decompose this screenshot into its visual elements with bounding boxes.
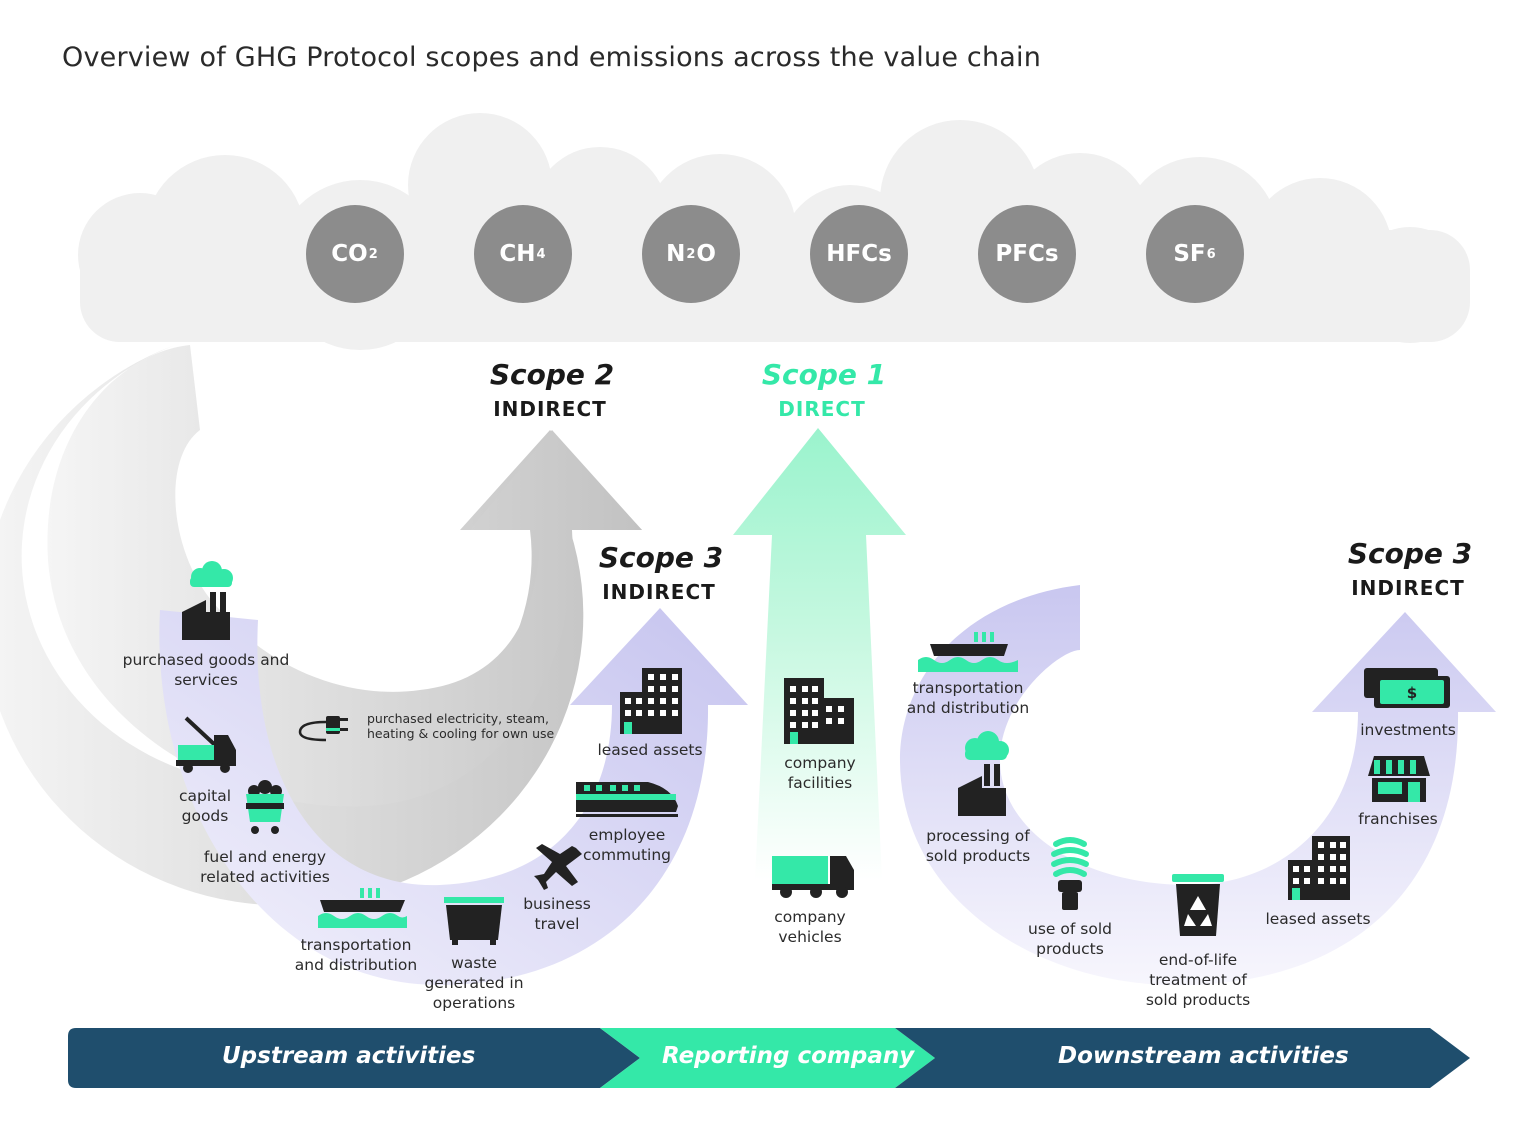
label-waste: waste generated in operations <box>424 954 524 1012</box>
scope3-upstream-arrow <box>159 608 748 985</box>
dumpster-icon <box>444 897 504 945</box>
scope2-title: Scope 2 <box>489 358 615 391</box>
crane-truck-icon <box>176 716 236 773</box>
bar-reporting <box>600 1028 935 1088</box>
recycling-bin-icon <box>1172 874 1224 936</box>
label-fuel-energy: fuel and energy related activities <box>200 848 330 886</box>
bar-label-reporting: Reporting company <box>662 1043 915 1069</box>
label-capital-goods: capital goods <box>178 787 232 825</box>
airplane-icon <box>534 844 582 890</box>
bar-downstream <box>895 1028 1470 1088</box>
train-icon <box>576 782 678 817</box>
label-transportation-upstream: transportation and distribution <box>294 936 418 974</box>
factory-icon <box>958 731 1009 816</box>
label-company-facilities: company facilities <box>784 754 856 792</box>
label-employee-commuting: employee commuting <box>582 826 672 864</box>
page-title: Overview of GHG Protocol scopes and emis… <box>62 42 1042 73</box>
bar-label-upstream: Upstream activities <box>222 1043 476 1069</box>
truck-icon <box>772 856 854 898</box>
bar-upstream <box>68 1028 640 1088</box>
ship-icon <box>918 632 1018 672</box>
label-transportation-downstream: transportation and distribution <box>906 679 1030 717</box>
scope1-subtitle: DIRECT <box>778 397 866 421</box>
label-processing: processing of sold products <box>925 827 1031 865</box>
scope3-downstream-title: Scope 3 <box>1347 537 1473 570</box>
building-icon <box>784 678 854 744</box>
scope2-subtitle: INDIRECT <box>493 397 607 421</box>
bar-label-downstream: Downstream activities <box>1058 1043 1349 1069</box>
label-leased-assets-upstream: leased assets <box>597 741 703 759</box>
lightbulb-icon <box>1051 837 1089 910</box>
scope1-title: Scope 1 <box>761 358 887 391</box>
label-scope2-line1: purchased electricity, steam, <box>367 711 550 726</box>
scope2-arrow <box>0 345 642 906</box>
emissions-cloud <box>78 113 1470 350</box>
label-end-of-life: end-of-life treatment of sold products <box>1145 951 1251 1009</box>
label-franchises: franchises <box>1358 810 1438 828</box>
svg-text:$: $ <box>1407 684 1417 702</box>
gas-hfcs: HFCs <box>810 205 908 303</box>
factory-icon <box>182 561 233 640</box>
plug-icon <box>298 716 348 742</box>
scope3-upstream-title: Scope 3 <box>598 541 724 574</box>
mine-cart-icon <box>246 780 284 834</box>
label-scope2-line2: heating & cooling for own use <box>367 726 555 741</box>
label-leased-assets-downstream: leased assets <box>1265 910 1371 928</box>
ship-icon <box>318 888 407 928</box>
money-icon: $ <box>1364 668 1450 708</box>
label-business-travel: business travel <box>523 895 591 933</box>
label-investments: investments <box>1360 721 1456 739</box>
building-icon <box>620 668 682 734</box>
scope3-downstream-subtitle: INDIRECT <box>1351 576 1465 600</box>
label-company-vehicles: company vehicles <box>774 908 846 946</box>
label-use-of-sold-products: use of sold products <box>1028 920 1112 958</box>
storefront-icon <box>1368 756 1430 802</box>
scope3-upstream-subtitle: INDIRECT <box>602 580 716 604</box>
gas-pfcs: PFCs <box>978 205 1076 303</box>
scope1-arrow <box>733 428 906 880</box>
label-purchased-goods: purchased goods and services <box>122 651 290 689</box>
building-icon <box>1288 836 1350 900</box>
